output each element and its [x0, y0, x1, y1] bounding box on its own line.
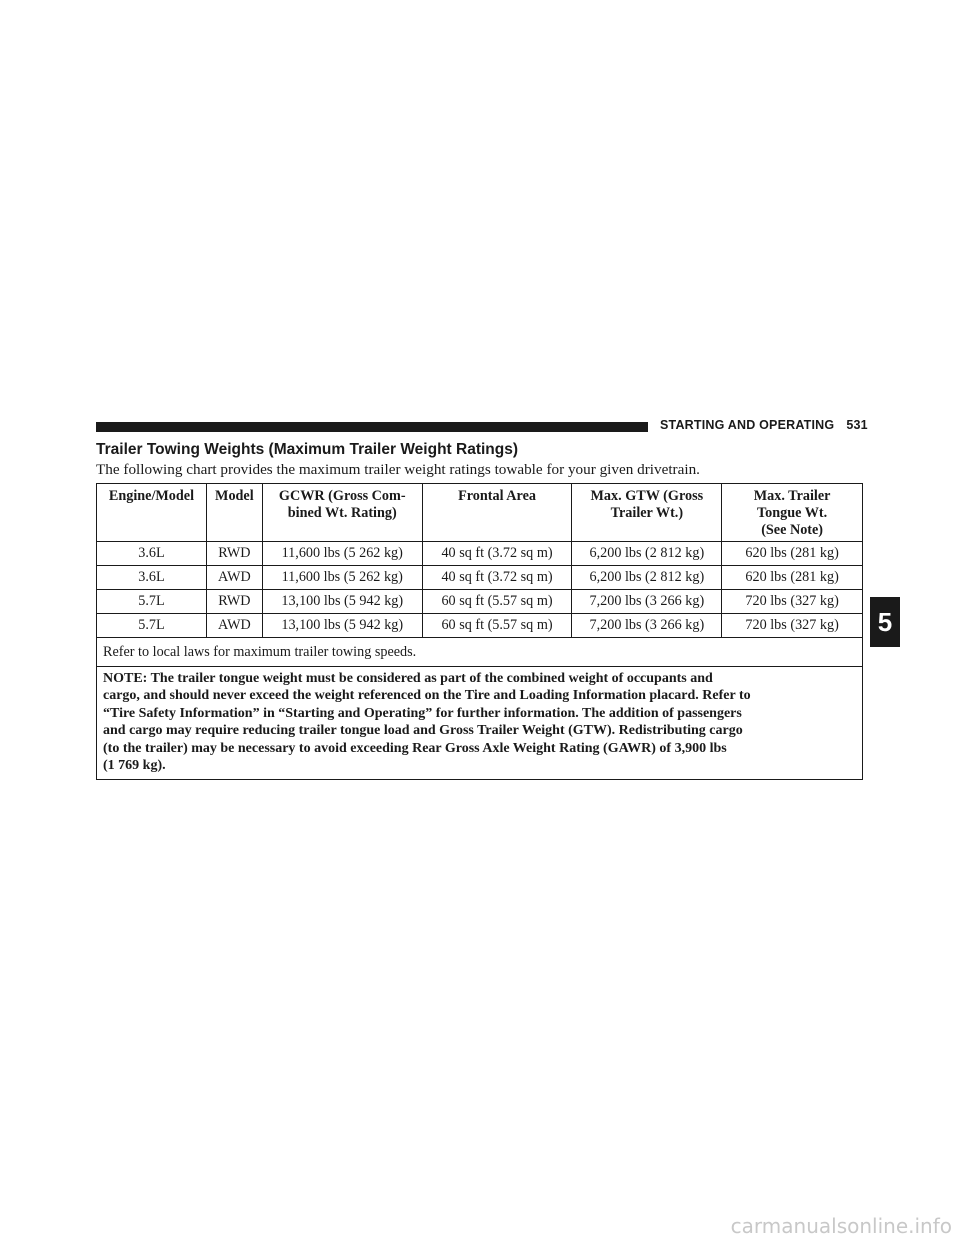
cell-model: RWD [205, 589, 263, 614]
cell-max-gtw: 7,200 lbs (3 266 kg) [571, 589, 723, 614]
intro-paragraph: The following chart provides the maximum… [96, 461, 700, 478]
local-laws-row: Refer to local laws for maximum trailer … [96, 637, 863, 667]
cell-max-gtw: 6,200 lbs (2 812 kg) [571, 565, 723, 590]
cell-tongue-weight: 720 lbs (327 kg) [721, 613, 863, 638]
table-row: 5.7L AWD 13,100 lbs (5 942 kg) 60 sq ft … [96, 613, 863, 638]
cell-gcwr: 13,100 lbs (5 942 kg) [261, 613, 423, 638]
cell-max-gtw: 7,200 lbs (3 266 kg) [571, 613, 723, 638]
note-line: (1 769 kg). [103, 758, 166, 774]
note-line: “Tire Safety Information” in “Starting a… [103, 705, 742, 721]
header-gcwr: GCWR (Gross Com-bined Wt. Rating) [261, 483, 423, 542]
cell-tongue-weight: 620 lbs (281 kg) [721, 565, 863, 590]
note-line: (to the trailer) may be necessary to avo… [103, 740, 727, 756]
watermark: carmanualsonline.info [730, 1214, 952, 1238]
table-header-row: Engine/Model Model GCWR (Gross Com-bined… [96, 483, 863, 542]
cell-tongue-weight: 720 lbs (327 kg) [721, 589, 863, 614]
cell-gcwr: 13,100 lbs (5 942 kg) [261, 589, 423, 614]
cell-gcwr: 11,600 lbs (5 262 kg) [261, 565, 423, 590]
trailer-weights-table: Engine/Model Model GCWR (Gross Com-bined… [96, 483, 863, 781]
cell-frontal-area: 40 sq ft (3.72 sq m) [421, 541, 573, 566]
note-line: NOTE: The trailer tongue weight must be … [103, 671, 713, 686]
cell-gcwr: 11,600 lbs (5 262 kg) [261, 541, 423, 566]
cell-frontal-area: 60 sq ft (5.57 sq m) [421, 589, 573, 614]
table-row: 3.6L AWD 11,600 lbs (5 262 kg) 40 sq ft … [96, 565, 863, 590]
tongue-weight-note: NOTE: The trailer tongue weight must be … [96, 665, 863, 781]
cell-max-gtw: 6,200 lbs (2 812 kg) [571, 541, 723, 566]
cell-engine: 3.6L [96, 565, 207, 590]
table-row: 5.7L RWD 13,100 lbs (5 942 kg) 60 sq ft … [96, 589, 863, 614]
local-laws-note: Refer to local laws for maximum trailer … [96, 637, 863, 667]
running-header: STARTING AND OPERATING 531 [660, 418, 868, 432]
note-line: cargo, and should never exceed the weigh… [103, 688, 751, 704]
cell-model: RWD [205, 541, 263, 566]
cell-tongue-weight: 620 lbs (281 kg) [721, 541, 863, 566]
chapter-tab: 5 [870, 597, 900, 647]
header-engine-model: Engine/Model [96, 483, 207, 542]
cell-frontal-area: 40 sq ft (3.72 sq m) [421, 565, 573, 590]
cell-engine: 5.7L [96, 589, 207, 614]
table-row: 3.6L RWD 11,600 lbs (5 262 kg) 40 sq ft … [96, 541, 863, 566]
cell-engine: 3.6L [96, 541, 207, 566]
cell-model: AWD [205, 613, 263, 638]
header-rule [96, 422, 648, 432]
page-number: 531 [846, 418, 868, 432]
cell-model: AWD [205, 565, 263, 590]
header-model: Model [205, 483, 263, 542]
section-title: Trailer Towing Weights (Maximum Trailer … [96, 441, 519, 458]
tongue-weight-note-row: NOTE: The trailer tongue weight must be … [96, 665, 863, 781]
note-line: and cargo may require reducing trailer t… [103, 723, 743, 739]
cell-frontal-area: 60 sq ft (5.57 sq m) [421, 613, 573, 638]
header-section-title: STARTING AND OPERATING [660, 418, 835, 432]
header-frontal-area: Frontal Area [421, 483, 573, 542]
cell-engine: 5.7L [96, 613, 207, 638]
